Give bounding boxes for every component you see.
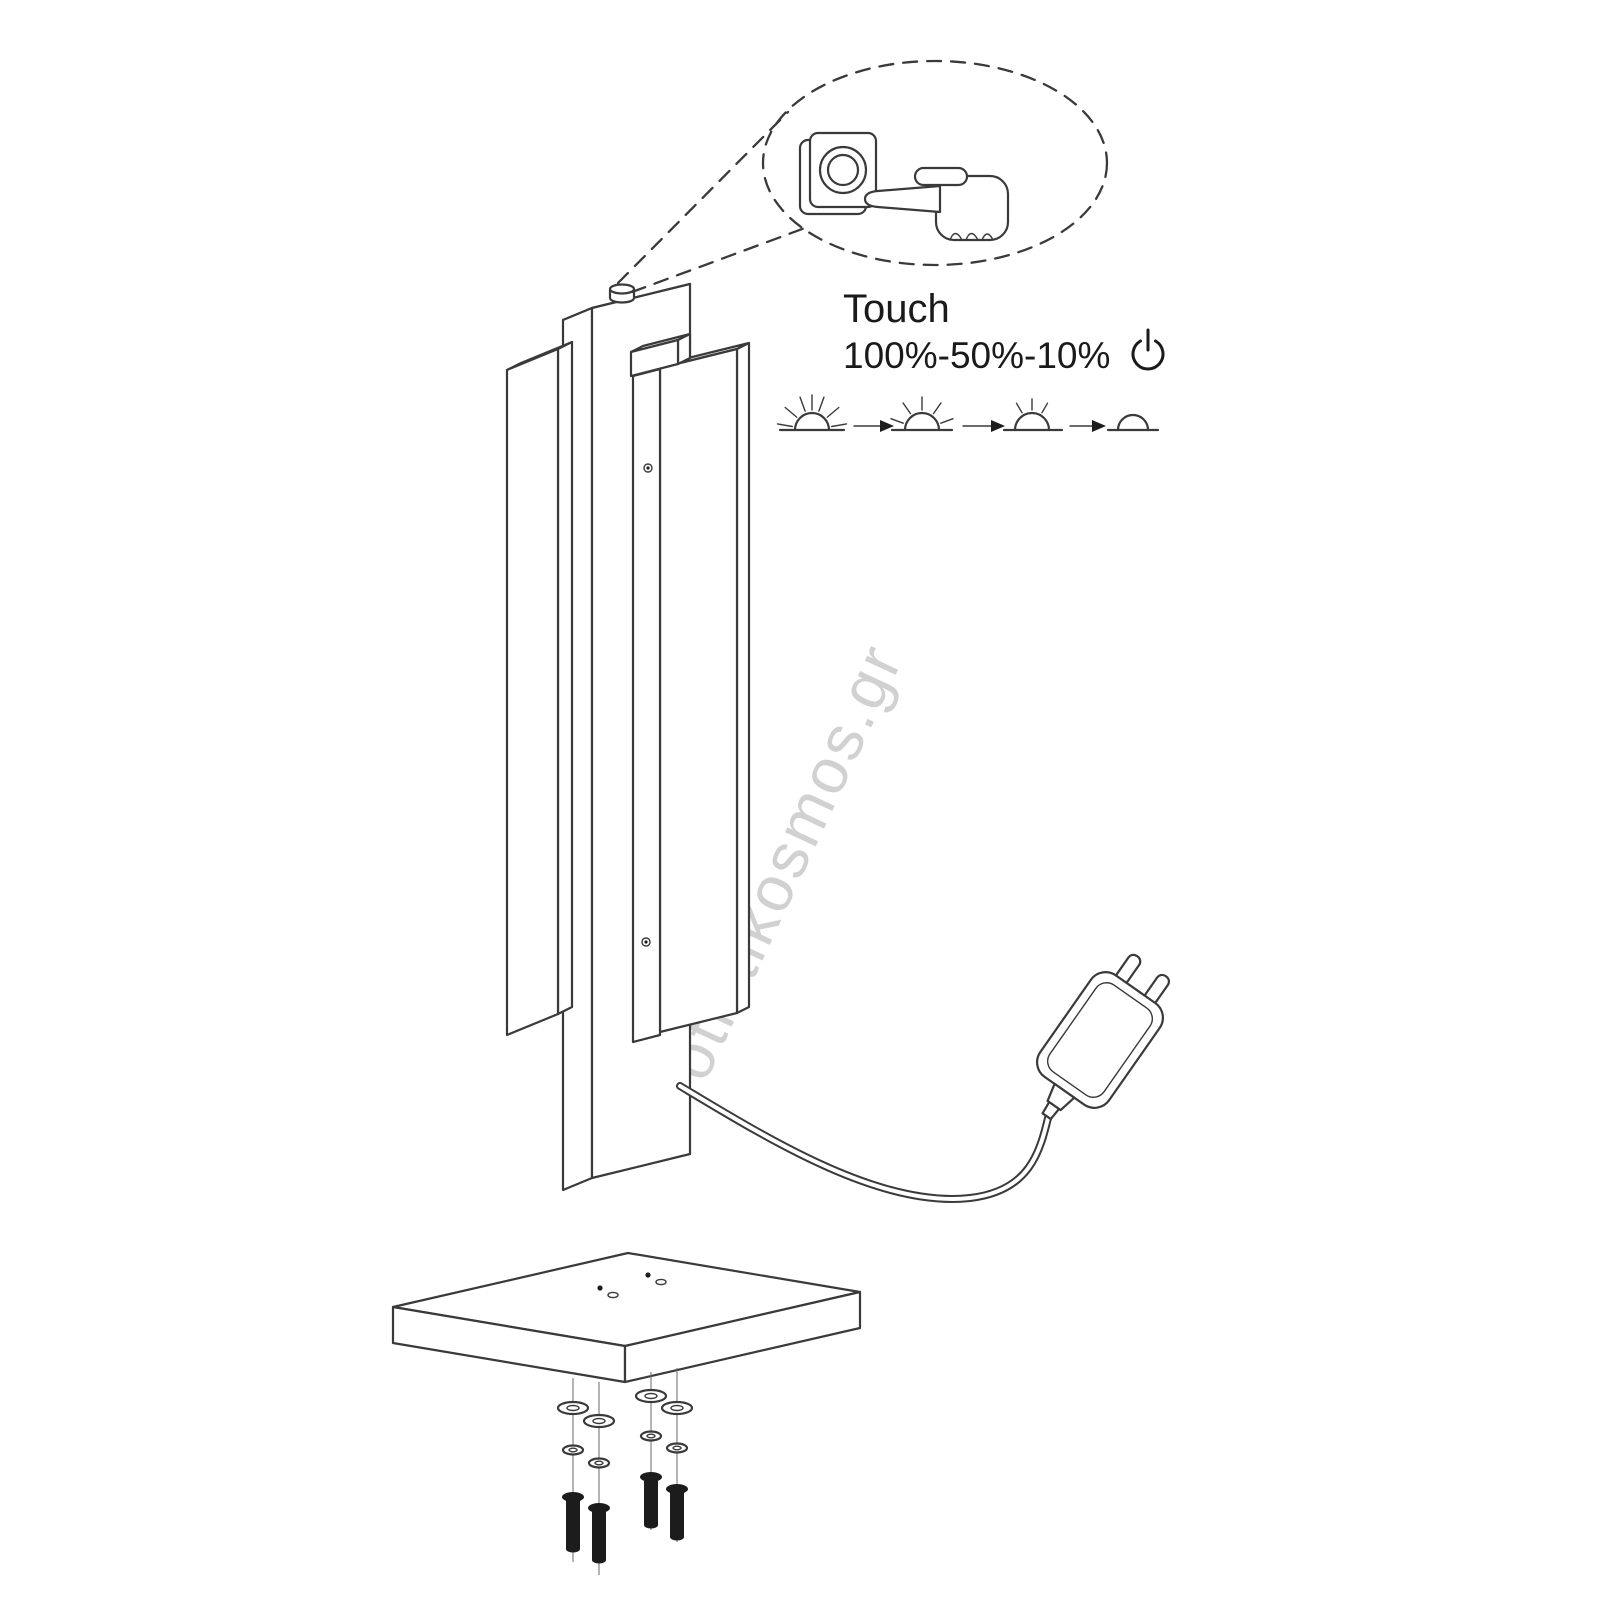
arrow-right-icon <box>1069 420 1106 432</box>
sun-off-icon <box>1106 413 1160 432</box>
screw <box>562 1492 584 1553</box>
lock-washer <box>639 1430 663 1442</box>
lock-washer <box>665 1442 689 1454</box>
power-adapter <box>1036 953 1171 1121</box>
pointing-hand-icon <box>863 166 1010 242</box>
arrow-right-icon <box>962 420 1005 432</box>
mounting-hole <box>643 463 653 473</box>
power-cable <box>676 1082 1053 1203</box>
strain-relief <box>1046 1082 1076 1112</box>
flat-washer <box>556 1400 590 1416</box>
base-hole <box>597 1285 619 1299</box>
touch-switch-icon <box>798 131 878 216</box>
touch-label: Touch <box>843 287 950 331</box>
callout-leader-line <box>630 226 807 294</box>
screw <box>588 1503 610 1564</box>
flat-washer <box>634 1388 668 1404</box>
mounting-hardware <box>556 1368 694 1575</box>
screw <box>666 1484 688 1541</box>
mounting-hole <box>641 937 651 947</box>
sun-10-icon <box>1002 398 1064 432</box>
callout-bubble <box>761 59 1109 267</box>
light-panel-left <box>505 340 574 1037</box>
callout-leader-line <box>616 110 790 285</box>
dim-levels-label: 100%-50%-10% <box>843 335 1110 376</box>
touch-button <box>608 283 636 304</box>
arrow-right-icon <box>853 420 894 432</box>
light-panel-right <box>658 341 751 1034</box>
sun-50-icon <box>890 396 954 432</box>
led-strip <box>629 332 692 1044</box>
base-hole <box>645 1272 667 1286</box>
power-icon <box>1131 328 1165 371</box>
dimming-sequence <box>776 394 1160 432</box>
strip-cap <box>629 332 692 378</box>
lock-washer <box>587 1457 611 1469</box>
flat-washer <box>660 1400 694 1416</box>
plug-pins <box>1114 953 1171 1005</box>
lock-washer <box>561 1444 585 1456</box>
screw <box>640 1472 662 1529</box>
touch-callout <box>616 59 1109 294</box>
sun-100-icon <box>776 394 848 432</box>
flat-washer <box>582 1413 616 1429</box>
base-plate <box>391 1251 862 1384</box>
